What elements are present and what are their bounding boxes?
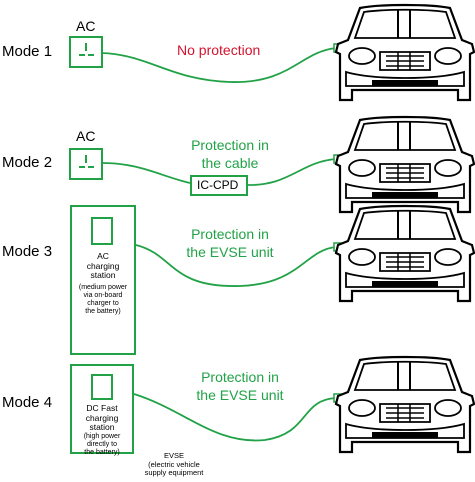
- station-title: AC charging station: [70, 251, 136, 281]
- mode-2-label: Mode 2: [2, 154, 53, 171]
- protection-label: Protection in the EVSE unit: [180, 368, 300, 404]
- station-title-line: station: [89, 422, 115, 432]
- station-screen: [91, 374, 113, 400]
- station-title-line: charging: [85, 412, 119, 423]
- cable-mode-2b: [246, 158, 337, 186]
- evse-caption-line: (electric vehicle: [148, 459, 200, 469]
- protection-label: Protection in the cable: [170, 136, 290, 172]
- evse-caption-line: EVSE: [163, 451, 184, 460]
- station-note-line: (medium power: [78, 284, 128, 291]
- mode-4-label: Mode 4: [2, 394, 53, 411]
- car-icon: [334, 3, 475, 102]
- station-screen: [91, 217, 113, 245]
- station-icon: [70, 364, 134, 454]
- station-title-line: DC Fast: [86, 403, 118, 413]
- protection-line-2: the EVSE unit: [186, 244, 274, 260]
- evse-caption-line: supply equipment: [144, 468, 204, 477]
- ic-cpd-label: IC-CPD: [197, 178, 239, 192]
- station-note: (high power directly to the battery): [70, 433, 134, 457]
- station-note: (medium power via on-board charger to th…: [70, 284, 136, 316]
- station-title-line: AC: [97, 251, 109, 261]
- station-note-line: (high power: [83, 433, 121, 440]
- station-note-line: directly to: [87, 441, 117, 448]
- mode-1-label: Mode 1: [2, 43, 53, 60]
- protection-line-1: Protection in: [191, 137, 269, 153]
- station-note-line: the battery): [85, 308, 121, 315]
- socket-icon: [69, 148, 103, 180]
- cable-mode-2: [101, 162, 191, 184]
- socket-pins: [79, 43, 94, 56]
- station-title: DC Fast charging station: [70, 403, 134, 433]
- protection-line-1: Protection in: [191, 226, 269, 242]
- car-icon: [334, 355, 475, 454]
- station-title-line: station: [90, 270, 116, 280]
- socket-pins: [79, 155, 94, 168]
- cable-mode-1: [101, 47, 337, 83]
- cable-mode-4: [133, 393, 337, 442]
- protection-label: Protection in the EVSE unit: [170, 225, 290, 261]
- ac-label: AC: [76, 128, 96, 144]
- protection-line-2: the cable: [201, 155, 259, 171]
- station-title-line: charging: [86, 260, 120, 271]
- evse-caption: EVSE (electric vehicle supply equipment: [128, 451, 220, 478]
- mode-3-label: Mode 3: [2, 243, 53, 260]
- no-protection-label: No protection: [177, 42, 261, 58]
- cable-mode-3: [135, 244, 337, 287]
- car-icon: [334, 115, 475, 214]
- station-note-line: the battery): [84, 449, 120, 456]
- station-note-line: charger to: [87, 300, 119, 307]
- protection-line-2: the EVSE unit: [196, 387, 284, 403]
- station-icon: [70, 205, 136, 355]
- station-note-line: via on-board: [83, 292, 123, 299]
- protection-line-1: Protection in: [201, 369, 279, 385]
- car-icon: [334, 204, 475, 303]
- socket-icon: [69, 36, 103, 68]
- ac-label: AC: [76, 18, 96, 34]
